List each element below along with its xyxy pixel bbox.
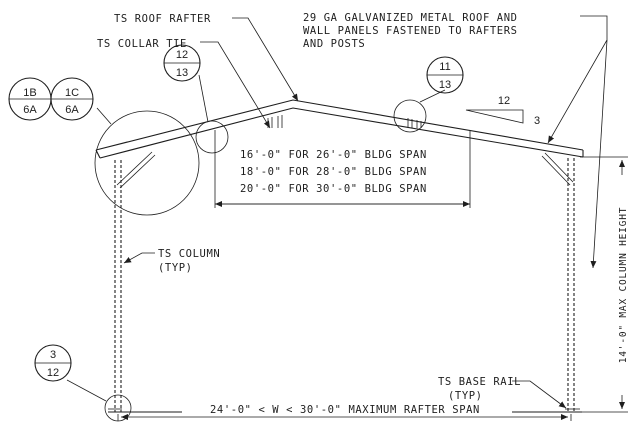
base-rail-text-1: TS BASE RAIL bbox=[438, 376, 521, 388]
callout-top: 3 bbox=[50, 349, 56, 361]
callout-bottom: 13 bbox=[439, 79, 451, 91]
callout-top: 11 bbox=[439, 61, 450, 73]
callout-1b-6a: 1B 6A bbox=[8, 77, 52, 121]
detail-balloons bbox=[66, 74, 446, 422]
slope-run: 12 bbox=[498, 95, 510, 107]
column-text-2: (TYP) bbox=[158, 262, 193, 274]
roof-rafter-text: TS ROOF RAFTER bbox=[114, 13, 211, 25]
knee-braces bbox=[116, 151, 574, 189]
roof-note-line-3: AND POSTS bbox=[303, 38, 365, 50]
rafter-span-dimension: 24'-0" < W < 30'-0" MAXIMUM RAFTER SPAN bbox=[117, 403, 572, 421]
callout-bottom: 6A bbox=[65, 104, 79, 116]
roof-slope-indicator: 12 3 bbox=[465, 95, 540, 127]
roof-note-line-2: WALL PANELS FASTENED TO RAFTERS bbox=[303, 25, 518, 37]
collar-tie-text: TS COLLAR TIE bbox=[97, 38, 187, 50]
slope-rise: 3 bbox=[534, 115, 540, 127]
column-height-dimension: 14'-0" MAX COLUMN HEIGHT bbox=[580, 156, 631, 413]
roof-panel-note: 29 GA GALVANIZED METAL ROOF AND WALL PAN… bbox=[303, 12, 608, 269]
collar-height-table: 16'-0" FOR 26'-0" BLDG SPAN 18'-0" FOR 2… bbox=[214, 130, 471, 208]
callout-bottom: 12 bbox=[47, 367, 59, 379]
rafter-span-text: 24'-0" < W < 30'-0" MAXIMUM RAFTER SPAN bbox=[210, 404, 480, 416]
collar-height-row-3: 20'-0" FOR 30'-0" BLDG SPAN bbox=[240, 183, 427, 195]
collar-height-row-2: 18'-0" FOR 28'-0" BLDG SPAN bbox=[240, 166, 427, 178]
callout-top: 1C bbox=[65, 87, 79, 99]
columns bbox=[114, 158, 575, 412]
callout-3-12: 3 12 bbox=[34, 344, 72, 382]
column-label: TS COLUMN (TYP) bbox=[123, 248, 220, 274]
callout-1c-6a: 1C 6A bbox=[50, 77, 94, 121]
callout-11-13: 11 13 bbox=[426, 56, 464, 94]
collar-tie-label: TS COLLAR TIE bbox=[97, 38, 271, 129]
max-column-height-text: 14'-0" MAX COLUMN HEIGHT bbox=[618, 207, 629, 363]
callout-top: 1B bbox=[23, 87, 36, 99]
column-text-1: TS COLUMN bbox=[158, 248, 220, 260]
base-rail-text-2: (TYP) bbox=[448, 390, 483, 402]
callout-bottom: 6A bbox=[23, 104, 37, 116]
collar-height-row-1: 16'-0" FOR 26'-0" BLDG SPAN bbox=[240, 149, 427, 161]
callout-bottom: 13 bbox=[176, 67, 188, 79]
roof-rafter-label: TS ROOF RAFTER bbox=[114, 13, 299, 102]
base-rail-label: TS BASE RAIL (TYP) bbox=[438, 376, 567, 409]
callout-top: 12 bbox=[176, 49, 188, 61]
roof-note-line-1: 29 GA GALVANIZED METAL ROOF AND bbox=[303, 12, 518, 24]
callout-12-13: 12 13 bbox=[163, 44, 201, 82]
